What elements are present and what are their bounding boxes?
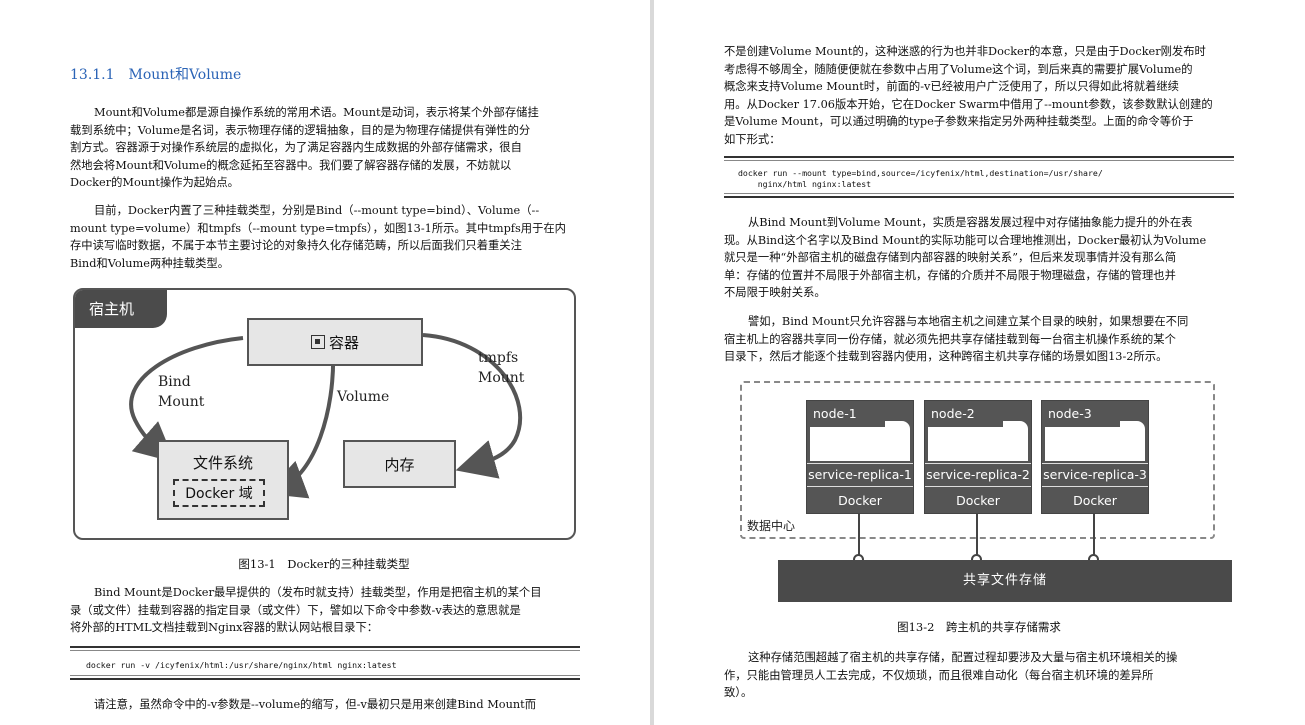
node-body <box>1045 421 1145 461</box>
code-block-docker-run-mount: docker run --mount type=bind,source=/icy… <box>724 156 1234 198</box>
memory-box: 内存 <box>343 440 456 488</box>
node-card: node-1 service-replica-1 Docker <box>806 400 914 514</box>
node-name: node-1 <box>807 401 885 427</box>
text-line: 考虑得不够周全，随随便便就在参数中占用了Volume这个词，到后来真的需要扩展V… <box>724 62 1193 76</box>
text-line: 现。从Bind这个名字以及Bind Mount的实际功能可以合理地推测出，Doc… <box>724 233 1207 247</box>
service-replica-label: service-replica-2 <box>925 463 1031 487</box>
text-line: Docker的Mount操作为起始点。 <box>70 176 239 189</box>
text-line: 这种存储范围超越了宿主机的共享存储，配置过程却要涉及大量与宿主机环境相关的操 <box>748 651 1178 664</box>
paragraph-shared-storage: 譬如，Bind Mount只允许容器与本地宿主机之间建立某个目录的映射，如果想要… <box>724 313 1234 366</box>
shared-storage-box: 共享文件存储 <box>778 560 1232 602</box>
code-line: docker run --mount type=bind,source=/icy… <box>738 168 1103 178</box>
container-label: 容器 <box>328 333 359 352</box>
connector-line <box>976 514 978 562</box>
section-heading: 13.1.1 Mount和Volume <box>70 64 241 84</box>
service-replica-label: service-replica-1 <box>807 463 913 487</box>
code-block-docker-run-v: docker run -v /icyfenix/html:/usr/share/… <box>70 646 580 680</box>
page-gutter <box>650 0 654 725</box>
right-page: 不是创建Volume Mount的，这种迷惑的行为也并非Docker的本意，只是… <box>654 0 1305 725</box>
node-name: node-2 <box>925 401 1003 427</box>
datacenter-label: 数据中心 <box>747 519 796 533</box>
text-line: 就只是一种“外部宿主机的磁盘存储到内部容器的映射关系”，但后来发现事情并没有那么… <box>724 251 1177 264</box>
paragraph-volume-history: 不是创建Volume Mount的，这种迷惑的行为也并非Docker的本意，只是… <box>724 43 1234 148</box>
text-line: 譬如，Bind Mount只允许容器与本地宿主机之间建立某个目录的映射，如果想要… <box>748 315 1189 328</box>
connector-line <box>858 514 860 562</box>
paragraph-mount-types: 目前，Docker内置了三种挂载类型，分别是Bind（--mount type=… <box>70 202 578 272</box>
docker-domain-label: Docker 域 <box>185 486 253 502</box>
text-line: mount type=volume）和tmpfs（--mount type=tm… <box>70 221 566 235</box>
text-line: 目前，Docker内置了三种挂载类型，分别是Bind（--mount type=… <box>94 204 540 217</box>
text-line: 目录下，然后才能逐个挂载到容器内使用，这种跨宿主机共享存储的场景如图13-2所示… <box>724 350 1168 363</box>
code-line: nginx/html nginx:latest <box>738 179 872 189</box>
bind-mount-arrow <box>129 336 244 463</box>
text-line: 单：存储的位置并不局限于外部宿主机，存储的介质并不局限于物理磁盘，存储的管理也并 <box>724 268 1176 282</box>
text-line: Mount和Volume都是源自操作系统的常用术语。Mount是动词，表示将某个… <box>94 106 539 119</box>
node-card: node-2 service-replica-2 Docker <box>924 400 1032 514</box>
text-line: 概念来支持Volume Mount时，前面的-v已经被用户广泛使用了，所以只得如… <box>724 80 1179 93</box>
text-line: 然地会将Mount和Volume的概念延拓至容器中。我们要了解容器存储的发展，不… <box>70 158 512 172</box>
mount-arrows <box>129 333 522 499</box>
volume-arrow <box>265 351 336 499</box>
filesystem-label: 文件系统 <box>192 454 253 472</box>
text-line: Bind和Volume两种挂载类型。 <box>70 256 230 270</box>
text-line: 请注意，虽然命令中的-v参数是--volume的缩写，但-v最初只是用来创建Bi… <box>94 698 536 711</box>
docker-runtime-label: Docker <box>956 493 1000 508</box>
text-line: 从Bind Mount到Volume Mount，实质是容器发展过程中对存储抽象… <box>748 216 1193 229</box>
text-line: 宿主机上的容器共享同一份存储，就必须先把共享存储挂载到每一台宿主机操作系统的某个 <box>724 332 1176 346</box>
docker-runtime-label: Docker <box>1073 493 1117 508</box>
text-line: 录（或文件）挂载到容器的指定目录（或文件）下，譬如以下命令中参数-v表达的意思就… <box>70 603 521 617</box>
section-title: Mount和Volume <box>128 67 242 83</box>
figure-caption-13-1: 图13-1 Docker的三种挂载类型 <box>238 557 410 571</box>
figure-mount-types: 宿主机 容器 文件系统 Docker 域 内存 Bind Mount Volum… <box>73 288 576 540</box>
text-line: Bind Mount是Docker最早提供的（发布时就支持）挂载类型，作用是把宿… <box>94 586 542 599</box>
container-icon <box>310 335 325 349</box>
volume-label: Volume <box>337 389 390 405</box>
paragraph-bind-to-volume: 从Bind Mount到Volume Mount，实质是容器发展过程中对存储抽象… <box>724 214 1234 302</box>
text-line: 作，只能由管理员人工去完成，不仅烦琐，而且很难自动化（每台宿主机环境的差异所 <box>724 668 1154 682</box>
docker-runtime-label: Docker <box>838 493 882 508</box>
bind-label-line: Bind <box>158 374 191 390</box>
text-line: 存中读写临时数据，不属于本节主要讨论的对象持久化存储范畴，所以后面我们只着重关注 <box>70 239 522 252</box>
node-body <box>928 421 1028 461</box>
bind-mount-label: Bind Mount <box>158 372 204 412</box>
left-page: 13.1.1 Mount和Volume Mount和Volume都是源自操作系统的… <box>0 0 650 725</box>
connector-line <box>1093 514 1095 562</box>
text-line: 不是创建Volume Mount的，这种迷惑的行为也并非Docker的本意，只是… <box>724 45 1206 58</box>
code-line: docker run -v /icyfenix/html:/usr/share/… <box>86 660 397 670</box>
section-number: 13.1.1 <box>70 67 115 83</box>
memory-label: 内存 <box>384 455 415 474</box>
text-line: 用。从Docker 17.06版本开始，它在Docker Swarm中借用了--… <box>724 97 1213 111</box>
node-name: node-3 <box>1042 401 1120 427</box>
container-box: 容器 <box>247 318 423 366</box>
bind-label-line: Mount <box>158 394 205 410</box>
text-line: 载到系统中；Volume是名词，表示物理存储的逻辑抽象，目的是为物理存储提供有弹… <box>70 123 531 137</box>
text-line: 不局限于映射关系。 <box>724 286 826 299</box>
host-label: 宿主机 <box>75 290 167 328</box>
text-line: 将外部的HTML文档挂载到Nginx容器的默认网站根目录下： <box>70 621 379 634</box>
docker-domain-box: Docker 域 <box>173 479 265 507</box>
service-replica-label: service-replica-3 <box>1042 463 1148 487</box>
paragraph-mount-volume-intro: Mount和Volume都是源自操作系统的常用术语。Mount是动词，表示将某个… <box>70 104 578 192</box>
paragraph-v-param-note: 请注意，虽然命令中的-v参数是--volume的缩写，但-v最初只是用来创建Bi… <box>70 696 578 714</box>
tmpfs-mount-label: tmpfs Mount <box>478 348 524 388</box>
text-line: 致）。 <box>724 686 753 699</box>
paragraph-storage-scope: 这种存储范围超越了宿主机的共享存储，配置过程却要涉及大量与宿主机环境相关的操 作… <box>724 649 1234 702</box>
text-line: 如下形式： <box>724 132 781 146</box>
tmpfs-label-line: tmpfs <box>478 350 519 366</box>
text-line: 是Volume Mount，可以通过明确的type子参数来指定另外两种挂载类型。… <box>724 115 1194 128</box>
figure-caption-13-2: 图13-2 跨主机的共享存储需求 <box>897 620 1061 634</box>
paragraph-bind-mount: Bind Mount是Docker最早提供的（发布时就支持）挂载类型，作用是把宿… <box>70 584 578 637</box>
text-line: 割方式。容器源于对操作系统层的虚拟化，为了满足容器内生成数据的外部存储需求，很自 <box>70 141 522 154</box>
node-card: node-3 service-replica-3 Docker <box>1041 400 1149 514</box>
node-body <box>810 421 910 461</box>
tmpfs-label-line: Mount <box>478 370 525 386</box>
tmpfs-mount-arrow <box>422 333 522 479</box>
